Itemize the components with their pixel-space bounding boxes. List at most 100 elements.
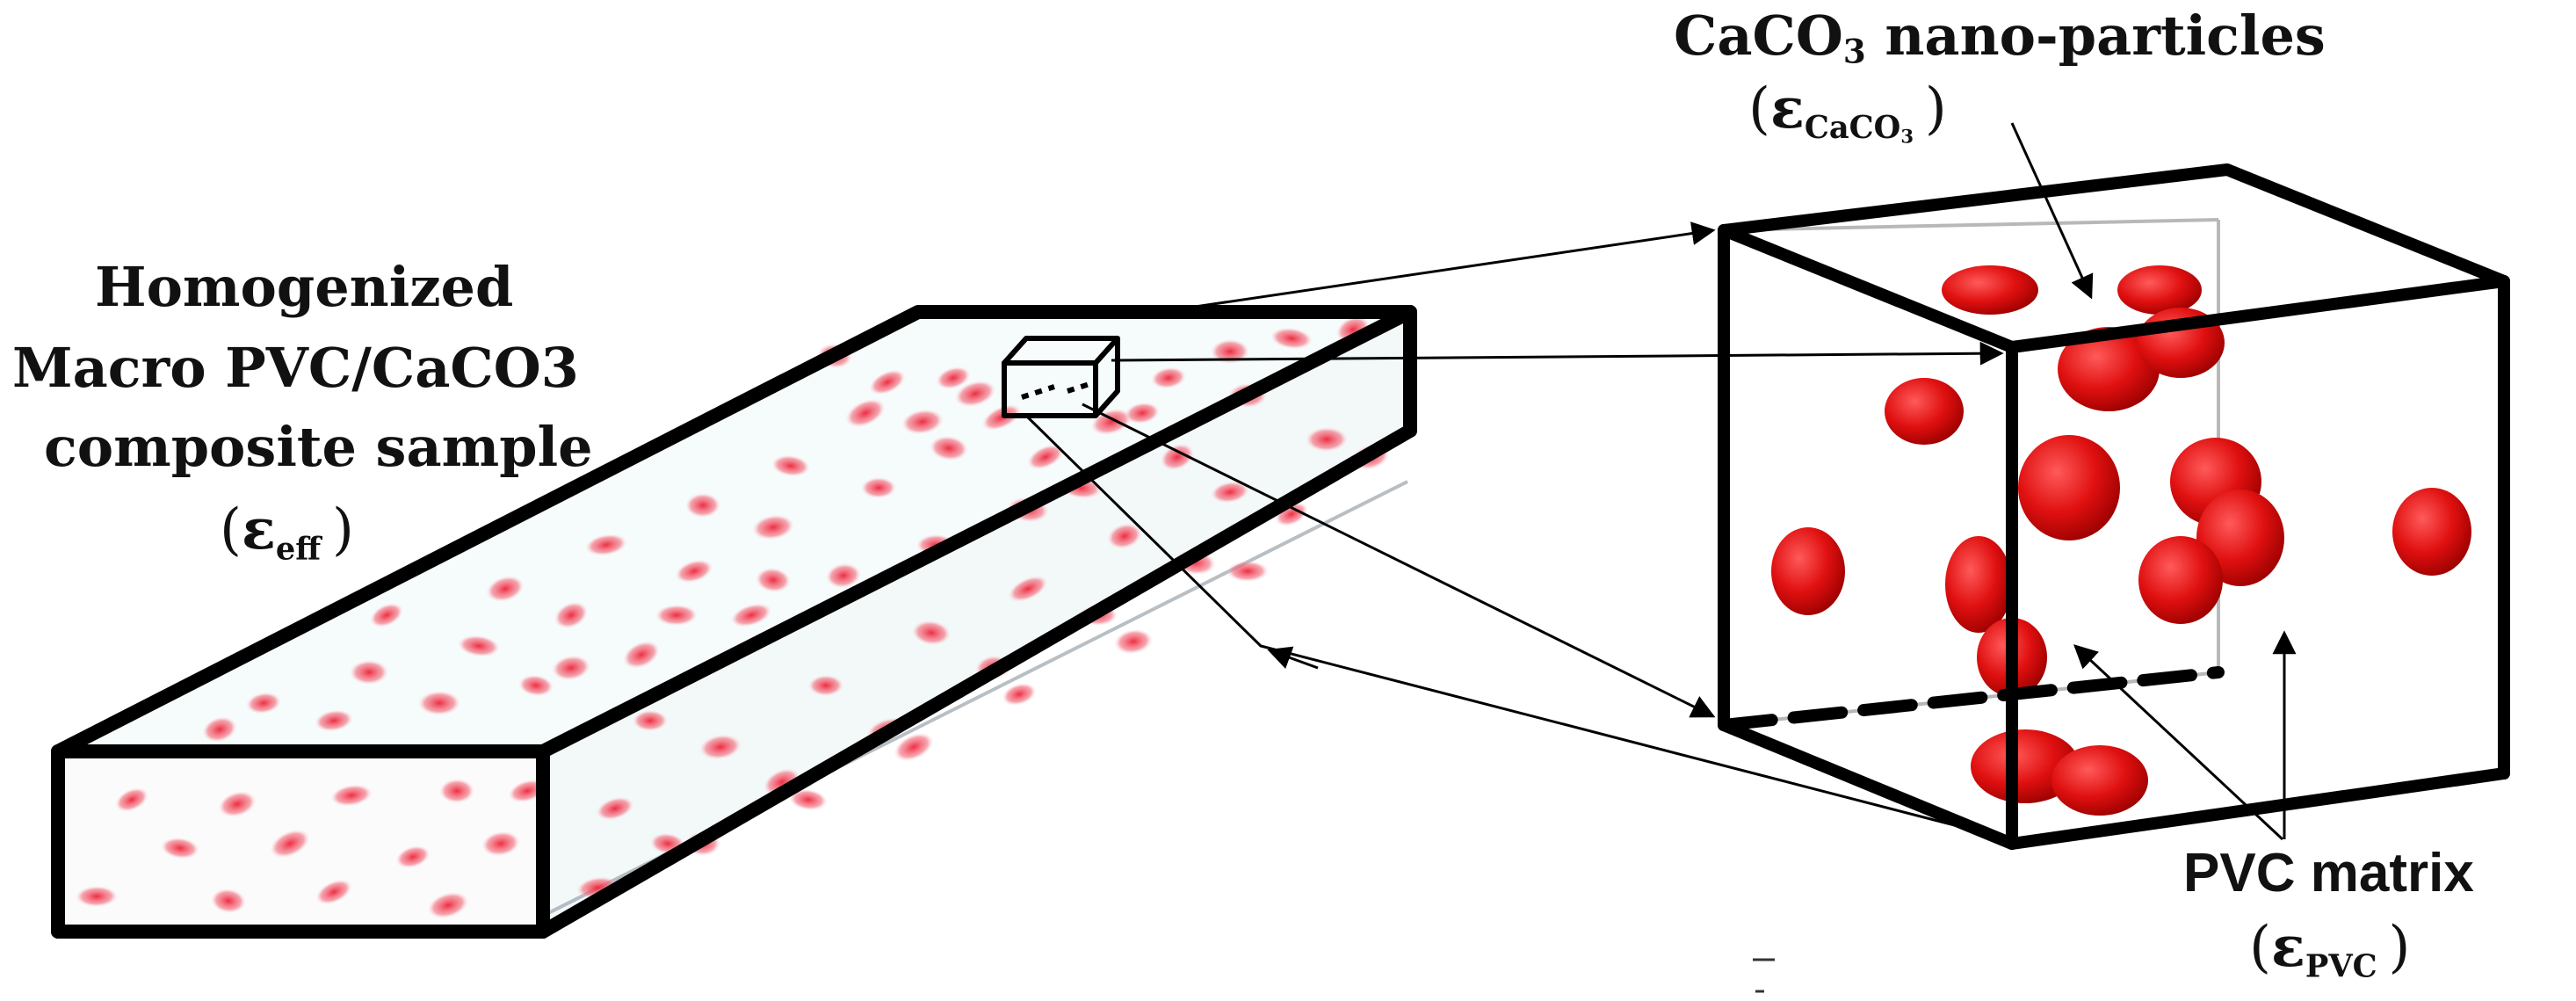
- slab-particle: [161, 837, 199, 860]
- slab-particle: [330, 784, 373, 807]
- nanoparticle-sphere: [1942, 265, 2038, 315]
- slab-particle: [115, 787, 148, 812]
- slab-particle: [418, 690, 460, 716]
- slab-particle: [596, 796, 634, 821]
- slab-top-face: [58, 312, 1410, 751]
- slab-particle: [486, 576, 525, 602]
- cube-back-edge-top: [1723, 218, 2219, 232]
- arrow-slab-to-cube-top: [1176, 221, 1716, 311]
- matrix-symbol: (εPVC ): [2249, 914, 2411, 985]
- macro-sample: [51, 305, 1417, 939]
- slab-particle: [315, 879, 352, 905]
- slab-particle: [981, 404, 1022, 431]
- nanoparticle-sphere: [1771, 527, 1845, 615]
- slab-particle: [458, 635, 500, 657]
- small-cube: [1002, 336, 1120, 418]
- nanoparticle-sphere: [1945, 536, 2012, 633]
- slab-particle: [202, 716, 237, 743]
- slab-particle: [76, 885, 118, 908]
- slab-particle: [211, 888, 246, 914]
- arrow-nanoparticle-label: [2010, 122, 2094, 300]
- nanoparticle-sphere: [2117, 265, 2202, 315]
- slab-particle: [808, 674, 843, 697]
- slab-particle: [1090, 408, 1132, 436]
- nanoparticle-sphere: [2051, 745, 2148, 816]
- nanoparticle-sphere: [2138, 536, 2223, 624]
- cube-outline-left-bottom: [1718, 719, 2018, 850]
- arrows: [1024, 122, 2297, 841]
- slab-particle: [554, 601, 589, 629]
- slab-particle: [789, 788, 828, 811]
- slab-particle: [1002, 683, 1037, 706]
- nanoparticle-sphere: [2058, 327, 2160, 411]
- slab-particle: [912, 620, 951, 646]
- slab-particle: [901, 409, 944, 435]
- slab-particle: [270, 829, 310, 859]
- slab-particle: [1125, 402, 1160, 424]
- slab-particle: [861, 476, 896, 499]
- nanoparticle-symbol: (εCaCO3 ): [1748, 76, 1947, 148]
- arrow-slab-to-cube-bottom: [1082, 403, 1716, 718]
- slab-particle: [756, 567, 791, 593]
- slab-particle: [730, 603, 772, 627]
- slab-particle: [845, 398, 886, 428]
- slab-particle: [1107, 523, 1142, 549]
- slab-particle: [315, 709, 353, 732]
- slab-particle: [685, 492, 720, 519]
- slab-particle: [1160, 443, 1195, 471]
- stray-marks: [1753, 958, 1775, 993]
- macro-label-line3: composite sample: [44, 415, 593, 479]
- macro-label-line1: Homogenized: [95, 255, 514, 319]
- slab-particle: [936, 366, 971, 389]
- slab-particle: [1027, 444, 1064, 470]
- slab-particle: [1270, 327, 1313, 350]
- arrow-slab-to-cube-front: [1111, 341, 2004, 366]
- slab-particle: [699, 734, 742, 760]
- slab-particle: [439, 778, 474, 804]
- slab-particle: [481, 831, 520, 857]
- micro-cube: [1718, 163, 2510, 850]
- slab-particle: [954, 380, 996, 408]
- slab-particle: [1008, 576, 1048, 602]
- slab-particle: [370, 603, 403, 627]
- slab-particle: [427, 891, 469, 919]
- nanoparticle-sphere: [2018, 435, 2120, 540]
- arrow-matrix-diagonal: [2073, 644, 2284, 841]
- arrow-callout-point: [1267, 646, 1319, 670]
- cube-particles: [1771, 265, 2471, 816]
- slab-particle: [246, 692, 281, 714]
- slab-particle: [350, 659, 388, 685]
- slab-particle: [1114, 628, 1153, 655]
- slab-particle: [1226, 560, 1269, 583]
- slab-outline-side-bottom: [536, 424, 1417, 939]
- leader-slab-callout: [1024, 414, 2000, 838]
- slab-particle: [1211, 481, 1249, 504]
- cube-outline-front-bottom: [2006, 767, 2510, 850]
- slab-particle: [633, 709, 668, 732]
- slab-particle: [930, 435, 968, 461]
- slab-particle: [771, 454, 810, 477]
- slab-particle: [1306, 426, 1348, 453]
- slab-particle: [395, 845, 431, 868]
- slab-particle: [752, 514, 794, 540]
- slab-particle: [1211, 338, 1249, 365]
- slab-particle: [894, 732, 934, 762]
- macro-label-symbol: (εeff ): [220, 497, 354, 568]
- slab-particle: [655, 604, 698, 627]
- slab-particle: [826, 562, 861, 589]
- slab-particle: [869, 369, 906, 395]
- slab-particle: [585, 533, 627, 556]
- nanoparticle-sphere: [2392, 488, 2471, 576]
- matrix-label: PVC matrix: [2183, 843, 2474, 903]
- slab-particle: [218, 791, 257, 817]
- slab-particle: [675, 559, 713, 584]
- slab-particle: [552, 655, 590, 681]
- slab-particle: [1151, 366, 1186, 389]
- slab-particle: [623, 641, 660, 669]
- cube-outline-top: [1718, 163, 2510, 353]
- nanoparticle-sphere: [1885, 378, 1964, 445]
- slab-particle: [518, 674, 554, 697]
- macro-label-line2: Macro PVC/CaCO3: [12, 336, 579, 400]
- slab-side-face: [543, 312, 1410, 932]
